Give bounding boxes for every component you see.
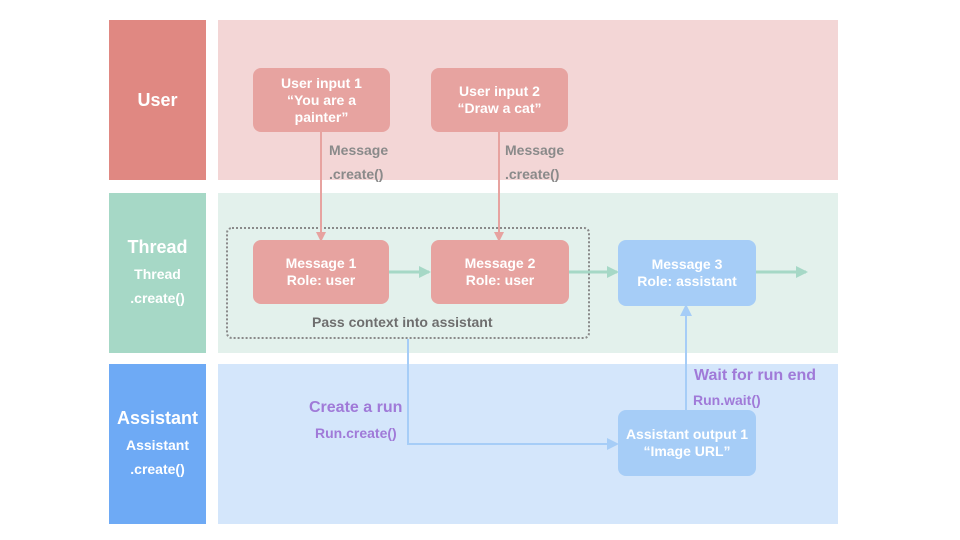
user-input-2-box: User input 2 “Draw a cat”	[431, 68, 568, 132]
message-1-line1: Message 1	[285, 255, 357, 271]
message-create-1-line2: .create()	[329, 166, 384, 182]
message-3-line2: Role: assistant	[637, 273, 737, 289]
assistant-output-1-line1: Assistant output 1	[625, 426, 749, 442]
run-wait-label: Run.wait()	[693, 392, 761, 408]
arrow-context-to-assistant-output	[407, 339, 619, 450]
assistant-lane-sub2: .create()	[130, 461, 185, 477]
message-3-line1: Message 3	[651, 256, 723, 272]
user-input-1-line3: painter”	[294, 108, 349, 125]
thread-lane-label: Thread Thread .create()	[109, 193, 206, 353]
message-2-line1: Message 2	[464, 255, 536, 271]
message-2-box: Message 2 Role: user	[431, 240, 569, 304]
user-input-1-box: User input 1 “You are a painter”	[253, 68, 390, 132]
message-1-box: Message 1 Role: user	[253, 240, 389, 304]
thread-lane-title: Thread	[127, 237, 188, 257]
assistant-output-1-box: Assistant output 1 “Image URL”	[618, 410, 756, 476]
user-lane-label: User	[109, 20, 206, 180]
message-create-1-line1: Message	[329, 142, 389, 158]
user-input-1-line1: User input 1	[281, 74, 362, 91]
user-lane-title: User	[137, 90, 178, 110]
message-create-label-2: Message .create()	[505, 138, 564, 186]
message-3-box: Message 3 Role: assistant	[618, 240, 756, 306]
message-1-line2: Role: user	[286, 272, 356, 288]
context-group	[226, 227, 590, 339]
wait-for-run-end-label: Wait for run end	[694, 367, 817, 384]
message-create-label-1: Message .create()	[329, 138, 388, 186]
assistant-lane-label: Assistant Assistant .create()	[109, 364, 206, 524]
message-create-2-line2: .create()	[505, 166, 560, 182]
assistant-output-1-line2: “Image URL”	[643, 443, 731, 459]
user-input-1-line2: “You are a	[287, 91, 356, 108]
run-create-label: Run.create()	[315, 425, 397, 441]
message-2-line2: Role: user	[465, 272, 535, 288]
pass-context-label: Pass context into assistant	[312, 314, 493, 330]
assistant-lane-title: Assistant	[116, 408, 199, 428]
user-input-2-line2: “Draw a cat”	[457, 100, 542, 116]
message-create-2-line1: Message	[505, 142, 565, 158]
assistant-lane-sub1: Assistant	[125, 437, 190, 453]
thread-lane-sub1: Thread	[134, 266, 181, 282]
thread-lane-sub2: .create()	[130, 290, 185, 306]
create-run-label: Create a run	[309, 399, 403, 416]
user-input-2-line1: User input 2	[459, 83, 540, 99]
